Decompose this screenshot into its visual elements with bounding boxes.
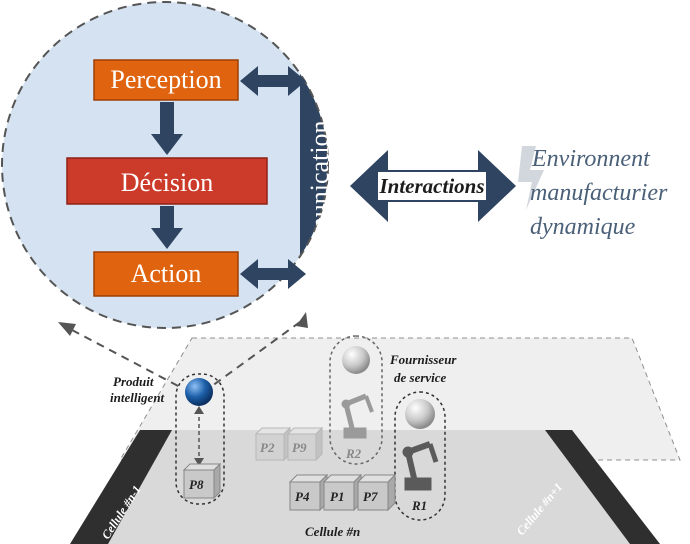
product-label-p1: P1 xyxy=(330,489,344,504)
perception-label: Perception xyxy=(110,65,221,94)
product-cube-p8: P8 xyxy=(182,462,222,500)
service-provider-r1: R1 xyxy=(394,391,446,521)
action-communication-arrow xyxy=(240,259,306,289)
service-provider-r2: R2 xyxy=(329,335,383,465)
produit-label-line1: Produit xyxy=(113,374,154,389)
product-cube-p1: P1 xyxy=(322,473,363,512)
robot-label-r1: R1 xyxy=(411,498,427,513)
produit-label-line2: intelligent xyxy=(110,390,165,405)
action-label: Action xyxy=(131,259,202,288)
communication-label: Communication xyxy=(305,120,334,288)
smart-product-sphere xyxy=(185,378,213,406)
interactions-label: Interactions xyxy=(378,174,484,198)
product-cube-p7: P7 xyxy=(356,473,397,512)
manufacturing-floor: Cellule #n-1 Cellule #n Cellule #n+1 xyxy=(70,337,681,544)
cell-right-strip xyxy=(545,430,660,544)
environment-line1: Environnent xyxy=(531,146,651,172)
zoom-arrow-left xyxy=(58,322,76,336)
cell-left-strip xyxy=(70,430,172,544)
flow-arrows xyxy=(151,102,183,249)
robot-arm-icon xyxy=(402,441,439,491)
products-back: P2 P9 xyxy=(254,426,324,462)
zoom-arrow-right xyxy=(296,312,308,328)
environment-line3: dynamique xyxy=(530,214,636,240)
robot-arm-icon xyxy=(341,393,374,439)
decision-label: Décision xyxy=(121,168,213,197)
products-front: P4 P1 P7 xyxy=(288,473,397,512)
robot-sphere-r1 xyxy=(405,399,435,429)
product-cube-p4: P4 xyxy=(288,473,329,512)
perception-block: Perception xyxy=(93,59,239,101)
product-cube-p9: P9 xyxy=(286,426,324,462)
perception-communication-arrow xyxy=(240,66,306,96)
product-label-p8: P8 xyxy=(189,477,204,492)
smart-product: P8 xyxy=(175,373,225,505)
product-label-p9: P9 xyxy=(292,440,307,455)
decision-block: Décision xyxy=(66,157,268,205)
robot-sphere-r2 xyxy=(342,346,370,374)
arrow-decision-to-action xyxy=(151,206,183,249)
product-label-p4: P4 xyxy=(295,489,310,504)
action-block: Action xyxy=(93,251,239,297)
fournisseur-label-line1: Fournisseur xyxy=(389,352,457,367)
cell-label-center: Cellule #n xyxy=(305,524,360,539)
robot-label-r2: R2 xyxy=(345,446,362,461)
arrow-perception-to-decision xyxy=(151,102,183,155)
fournisseur-label-line2: de service xyxy=(394,370,447,385)
product-label-p7: P7 xyxy=(363,489,378,504)
product-cube-p2: P2 xyxy=(254,426,292,462)
lightning-icon xyxy=(518,146,544,210)
environment-line2: manufacturier xyxy=(530,180,668,206)
zoom-lines xyxy=(71,321,301,389)
interactions-arrow: Interactions xyxy=(350,150,516,222)
product-label-p2: P2 xyxy=(260,440,275,455)
